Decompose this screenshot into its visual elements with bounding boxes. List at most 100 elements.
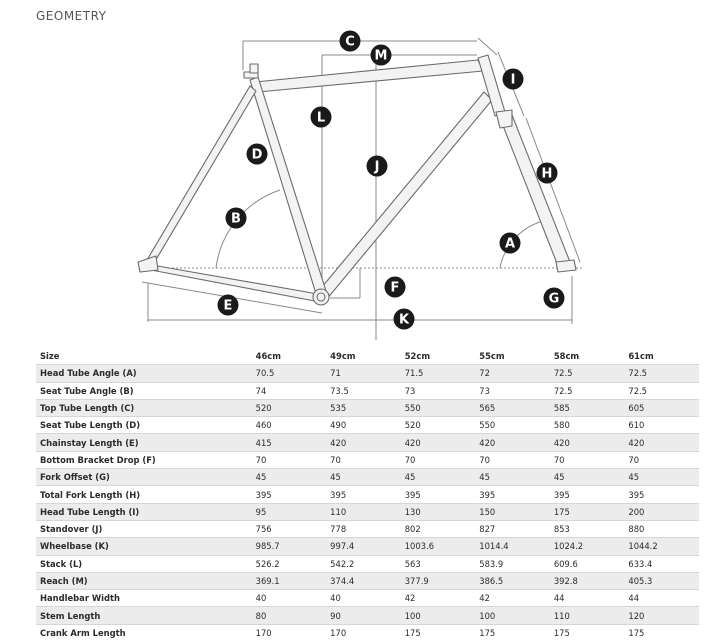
table-cell: 70 xyxy=(400,450,476,469)
dimension-badge-h: H xyxy=(536,162,558,184)
row-label: Reach (M) xyxy=(36,571,252,590)
dimension-tick xyxy=(477,37,498,56)
badge-letter: E xyxy=(224,299,233,314)
table-cell: 520 xyxy=(400,416,476,434)
table-cell: 90 xyxy=(326,606,401,625)
table-cell: 45 xyxy=(326,468,401,486)
table-cell: 997.4 xyxy=(326,537,401,556)
down-tube xyxy=(316,91,493,301)
table-cell: 395 xyxy=(549,485,625,504)
table-cell: 100 xyxy=(400,606,476,625)
table-cell: 880 xyxy=(624,519,699,538)
badge-circle xyxy=(366,155,388,177)
badge-letter: L xyxy=(317,111,325,126)
table-cell: 110 xyxy=(326,502,401,521)
table-cell: 100 xyxy=(475,606,550,625)
row-label: Chainstay Length (E) xyxy=(36,433,252,452)
badge-letter: B xyxy=(231,212,241,227)
table-cell: 150 xyxy=(475,502,550,521)
header-size-49: 49cm xyxy=(330,351,356,362)
table-cell: 42 xyxy=(400,589,476,607)
table-cell: 395 xyxy=(251,485,327,504)
row-label: Head Tube Length (I) xyxy=(36,502,252,521)
fork-dropout xyxy=(555,259,577,273)
table-cell: 95 xyxy=(251,502,327,521)
header-size-61: 61cm xyxy=(628,351,654,362)
table-cell: 802 xyxy=(400,519,476,538)
table-cell: 550 xyxy=(400,398,476,417)
table-cell: 72.5 xyxy=(549,364,625,383)
dimension-badge-k: K xyxy=(393,308,415,330)
table-cell: 80 xyxy=(251,606,327,625)
table-cell: 44 xyxy=(624,589,699,607)
table-cell: 72.5 xyxy=(624,364,699,383)
row-label: Seat Tube Angle (B) xyxy=(36,381,252,400)
table-cell: 405.3 xyxy=(624,571,699,590)
badge-letter: D xyxy=(252,148,263,163)
table-cell: 44 xyxy=(549,589,625,607)
badge-letter: F xyxy=(391,281,400,296)
table-cell: 45 xyxy=(251,468,327,486)
table-cell: 853 xyxy=(549,519,625,538)
dimension-badge-m: M xyxy=(370,44,392,66)
badge-circle xyxy=(543,287,565,309)
page-title: GEOMETRY xyxy=(36,9,107,23)
table-cell: 565 xyxy=(475,398,550,417)
row-label: Handlebar Width xyxy=(36,589,252,607)
dimension-badge-j: J xyxy=(366,155,388,177)
dimension-badge-a: A xyxy=(499,232,521,254)
table-cell: 585 xyxy=(549,398,625,417)
table-cell: 490 xyxy=(326,416,401,434)
table-cell: 520 xyxy=(251,398,327,417)
dimension-badge-f: F xyxy=(384,276,406,298)
badge-letter: J xyxy=(374,160,380,175)
geometry-table: Size 46cm 49cm 52cm 55cm 58cm 61cm Head … xyxy=(36,348,699,641)
table-cell: 526.2 xyxy=(251,554,327,573)
badge-letter: K xyxy=(399,313,410,328)
table-cell: 45 xyxy=(549,468,625,486)
table-cell: 1044.2 xyxy=(624,537,699,556)
table-cell: 72.5 xyxy=(624,381,699,400)
table-cell: 550 xyxy=(475,416,550,434)
table-cell: 45 xyxy=(475,468,550,486)
table-cell: 200 xyxy=(624,502,699,521)
table-cell: 70 xyxy=(326,450,401,469)
seatpost-top xyxy=(249,63,259,74)
badge-circle xyxy=(310,106,332,128)
table-cell: 73.5 xyxy=(326,381,401,400)
table-cell: 175 xyxy=(549,623,625,641)
table-cell: 827 xyxy=(475,519,550,538)
table-cell: 71.5 xyxy=(400,364,476,383)
table-cell: 70 xyxy=(624,450,699,469)
table-cell: 73 xyxy=(475,381,550,400)
badge-circle xyxy=(393,308,415,330)
table-cell: 45 xyxy=(400,468,476,486)
table-cell: 985.7 xyxy=(251,537,327,556)
badge-circle xyxy=(384,276,406,298)
table-cell: 74 xyxy=(251,381,327,400)
table-cell: 610 xyxy=(624,416,699,434)
table-cell: 70 xyxy=(251,450,327,469)
badge-letter: G xyxy=(549,292,560,307)
table-header-row: Size 46cm 49cm 52cm 55cm 58cm 61cm xyxy=(36,348,699,365)
table-cell: 170 xyxy=(251,623,327,641)
table-cell: 1024.2 xyxy=(549,537,625,556)
rear-dropout xyxy=(137,255,159,273)
badge-letter: I xyxy=(511,73,516,88)
seat-stay xyxy=(146,85,257,264)
table-cell: 73 xyxy=(400,381,476,400)
table-cell: 72.5 xyxy=(549,381,625,400)
table-cell: 386.5 xyxy=(475,571,550,590)
table-cell: 130 xyxy=(400,502,476,521)
table-cell: 460 xyxy=(251,416,327,434)
